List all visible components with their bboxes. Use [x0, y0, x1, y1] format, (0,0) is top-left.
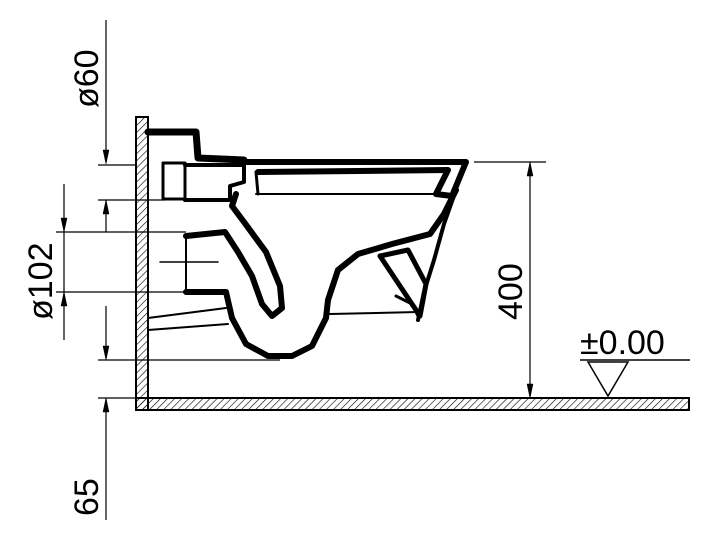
- dimension-drain-diameter: ø60: [68, 20, 165, 232]
- floor-level-marker: ±0.00: [580, 324, 690, 398]
- floor-level-label: ±0.00: [580, 324, 665, 362]
- toilet-bowl: [144, 128, 469, 359]
- dimension-label-drain-diameter: ø60: [68, 49, 106, 108]
- dimension-floor-offset: 65: [68, 306, 280, 520]
- dimension-label-floor-offset: 65: [68, 478, 106, 516]
- dimension-label-rim-height: 400: [492, 263, 530, 320]
- floor: [135, 397, 690, 411]
- wall: [135, 116, 149, 411]
- dimension-waste-diameter: ø102: [22, 184, 186, 340]
- dimension-rim-height: 400: [474, 161, 546, 399]
- dimension-label-waste-diameter: ø102: [22, 243, 60, 321]
